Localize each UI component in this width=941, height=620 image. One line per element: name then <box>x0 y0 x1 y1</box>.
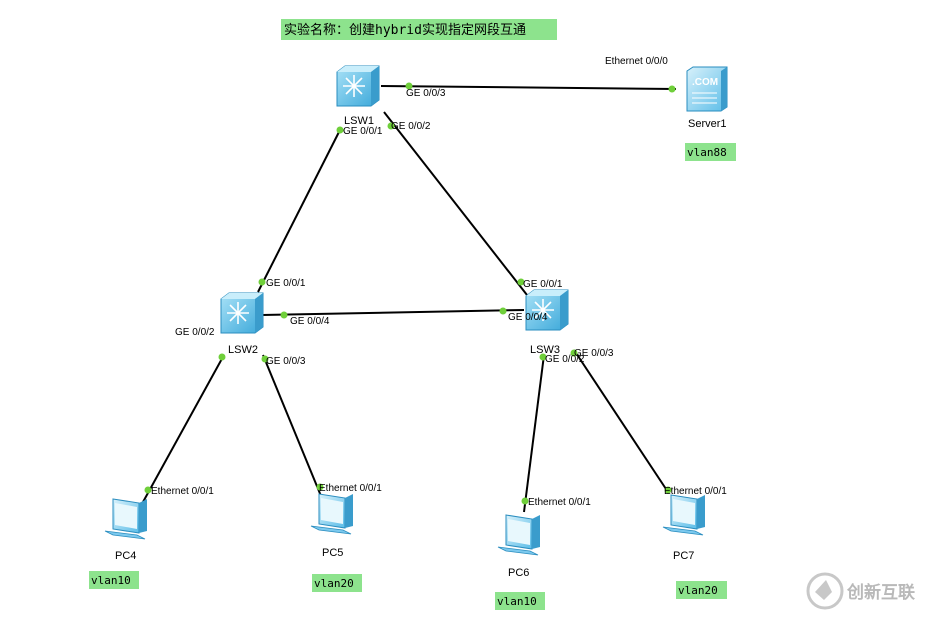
port-label: GE 0/0/4 <box>290 316 330 327</box>
server-com-badge: .COM <box>692 77 718 88</box>
port-label: Ethernet 0/0/1 <box>151 486 214 497</box>
monitor-screen-icon <box>115 503 137 529</box>
port-label: Ethernet 0/0/1 <box>664 486 727 497</box>
device-label-pc5: PC5 <box>322 547 343 559</box>
port-label: GE 0/0/1 <box>523 279 563 290</box>
vlan-tag-bg <box>312 574 362 592</box>
switch-lsw2[interactable] <box>220 292 264 334</box>
port-dot <box>517 278 525 286</box>
port-dot <box>336 126 344 134</box>
port-label: GE 0/0/2 <box>545 354 585 365</box>
pc-pc6[interactable] <box>497 514 540 556</box>
vlan-tag-pc4: vlan10 <box>91 574 131 587</box>
port-dot <box>539 353 547 361</box>
port-label: GE 0/0/4 <box>508 312 548 323</box>
port-label: GE 0/0/3 <box>266 356 306 367</box>
device-label-pc4: PC4 <box>115 550 136 562</box>
port-dot <box>280 311 288 319</box>
switch-icon <box>532 299 554 321</box>
switch-icon <box>343 75 365 97</box>
link-lsw1-lsw3 <box>383 111 528 296</box>
link-lsw3-pc6 <box>523 354 545 513</box>
port-dot <box>499 307 507 315</box>
switch-lsw1[interactable] <box>336 65 380 107</box>
port-dot <box>258 278 266 286</box>
link-lsw1-server1 <box>380 85 677 90</box>
device-label-lsw2: LSW2 <box>228 344 258 356</box>
monitor-screen-icon <box>673 499 695 525</box>
port-dot <box>668 85 676 93</box>
port-label: Ethernet 0/0/1 <box>319 483 382 494</box>
vlan-tag-pc5: vlan20 <box>314 577 354 590</box>
server-server1[interactable]: .COM <box>686 66 728 112</box>
port-label: Ethernet 0/0/0 <box>605 56 668 67</box>
device-label-server1: Server1 <box>688 118 727 130</box>
port-dot <box>405 82 413 90</box>
port-dot <box>521 497 529 505</box>
port-label: GE 0/0/1 <box>343 126 383 137</box>
link-lsw1-lsw2 <box>257 127 342 293</box>
port-label: GE 0/0/2 <box>175 327 215 338</box>
port-label: Ethernet 0/0/1 <box>528 497 591 508</box>
link-lsw2-lsw3 <box>261 309 525 316</box>
link-lsw2-pc4 <box>142 354 225 503</box>
vlan-tag-bg <box>676 581 727 599</box>
port-dot <box>144 486 152 494</box>
vlan-tag-pc7: vlan20 <box>678 584 718 597</box>
pc-pc7[interactable] <box>662 494 705 536</box>
link-lsw3-pc7 <box>573 349 669 493</box>
monitor-screen-icon <box>508 519 530 545</box>
vlan-tag-bg <box>495 592 545 610</box>
watermark-text: 创新互联 <box>846 582 915 603</box>
pc-pc4[interactable] <box>104 498 147 540</box>
link-lsw2-pc5 <box>262 354 322 497</box>
vlan-tag-bg <box>89 571 139 589</box>
port-dots <box>144 82 676 505</box>
links <box>142 85 677 513</box>
watermark-logo: 创新互联 <box>806 572 915 610</box>
port-dot <box>570 349 578 357</box>
vlan-tag-bg <box>685 143 736 161</box>
port-dot <box>387 122 395 130</box>
port-label: GE 0/0/1 <box>266 278 306 289</box>
port-label: GE 0/0/2 <box>391 121 431 132</box>
port-dot <box>316 483 324 491</box>
switch-icon <box>227 302 249 324</box>
port-dot <box>664 486 672 494</box>
device-label-lsw3: LSW3 <box>530 344 560 356</box>
vlan-tag-pc6: vlan10 <box>497 595 537 608</box>
port-dot <box>218 353 226 361</box>
port-dot <box>261 355 269 363</box>
monitor-screen-icon <box>321 498 343 524</box>
port-label: GE 0/0/3 <box>406 88 446 99</box>
port-label: GE 0/0/3 <box>574 348 614 359</box>
device-label-pc7: PC7 <box>673 550 694 562</box>
server-rack-icon <box>692 92 717 104</box>
vlan-tag-server1: vlan88 <box>687 146 727 159</box>
device-label-pc6: PC6 <box>508 567 529 579</box>
diagram-title: 实验名称：创建hybrid实现指定网段互通 <box>284 22 526 38</box>
pc-pc5[interactable] <box>310 493 353 535</box>
device-label-lsw1: LSW1 <box>344 115 374 127</box>
switch-lsw3[interactable] <box>525 289 569 331</box>
title-background <box>281 19 557 40</box>
